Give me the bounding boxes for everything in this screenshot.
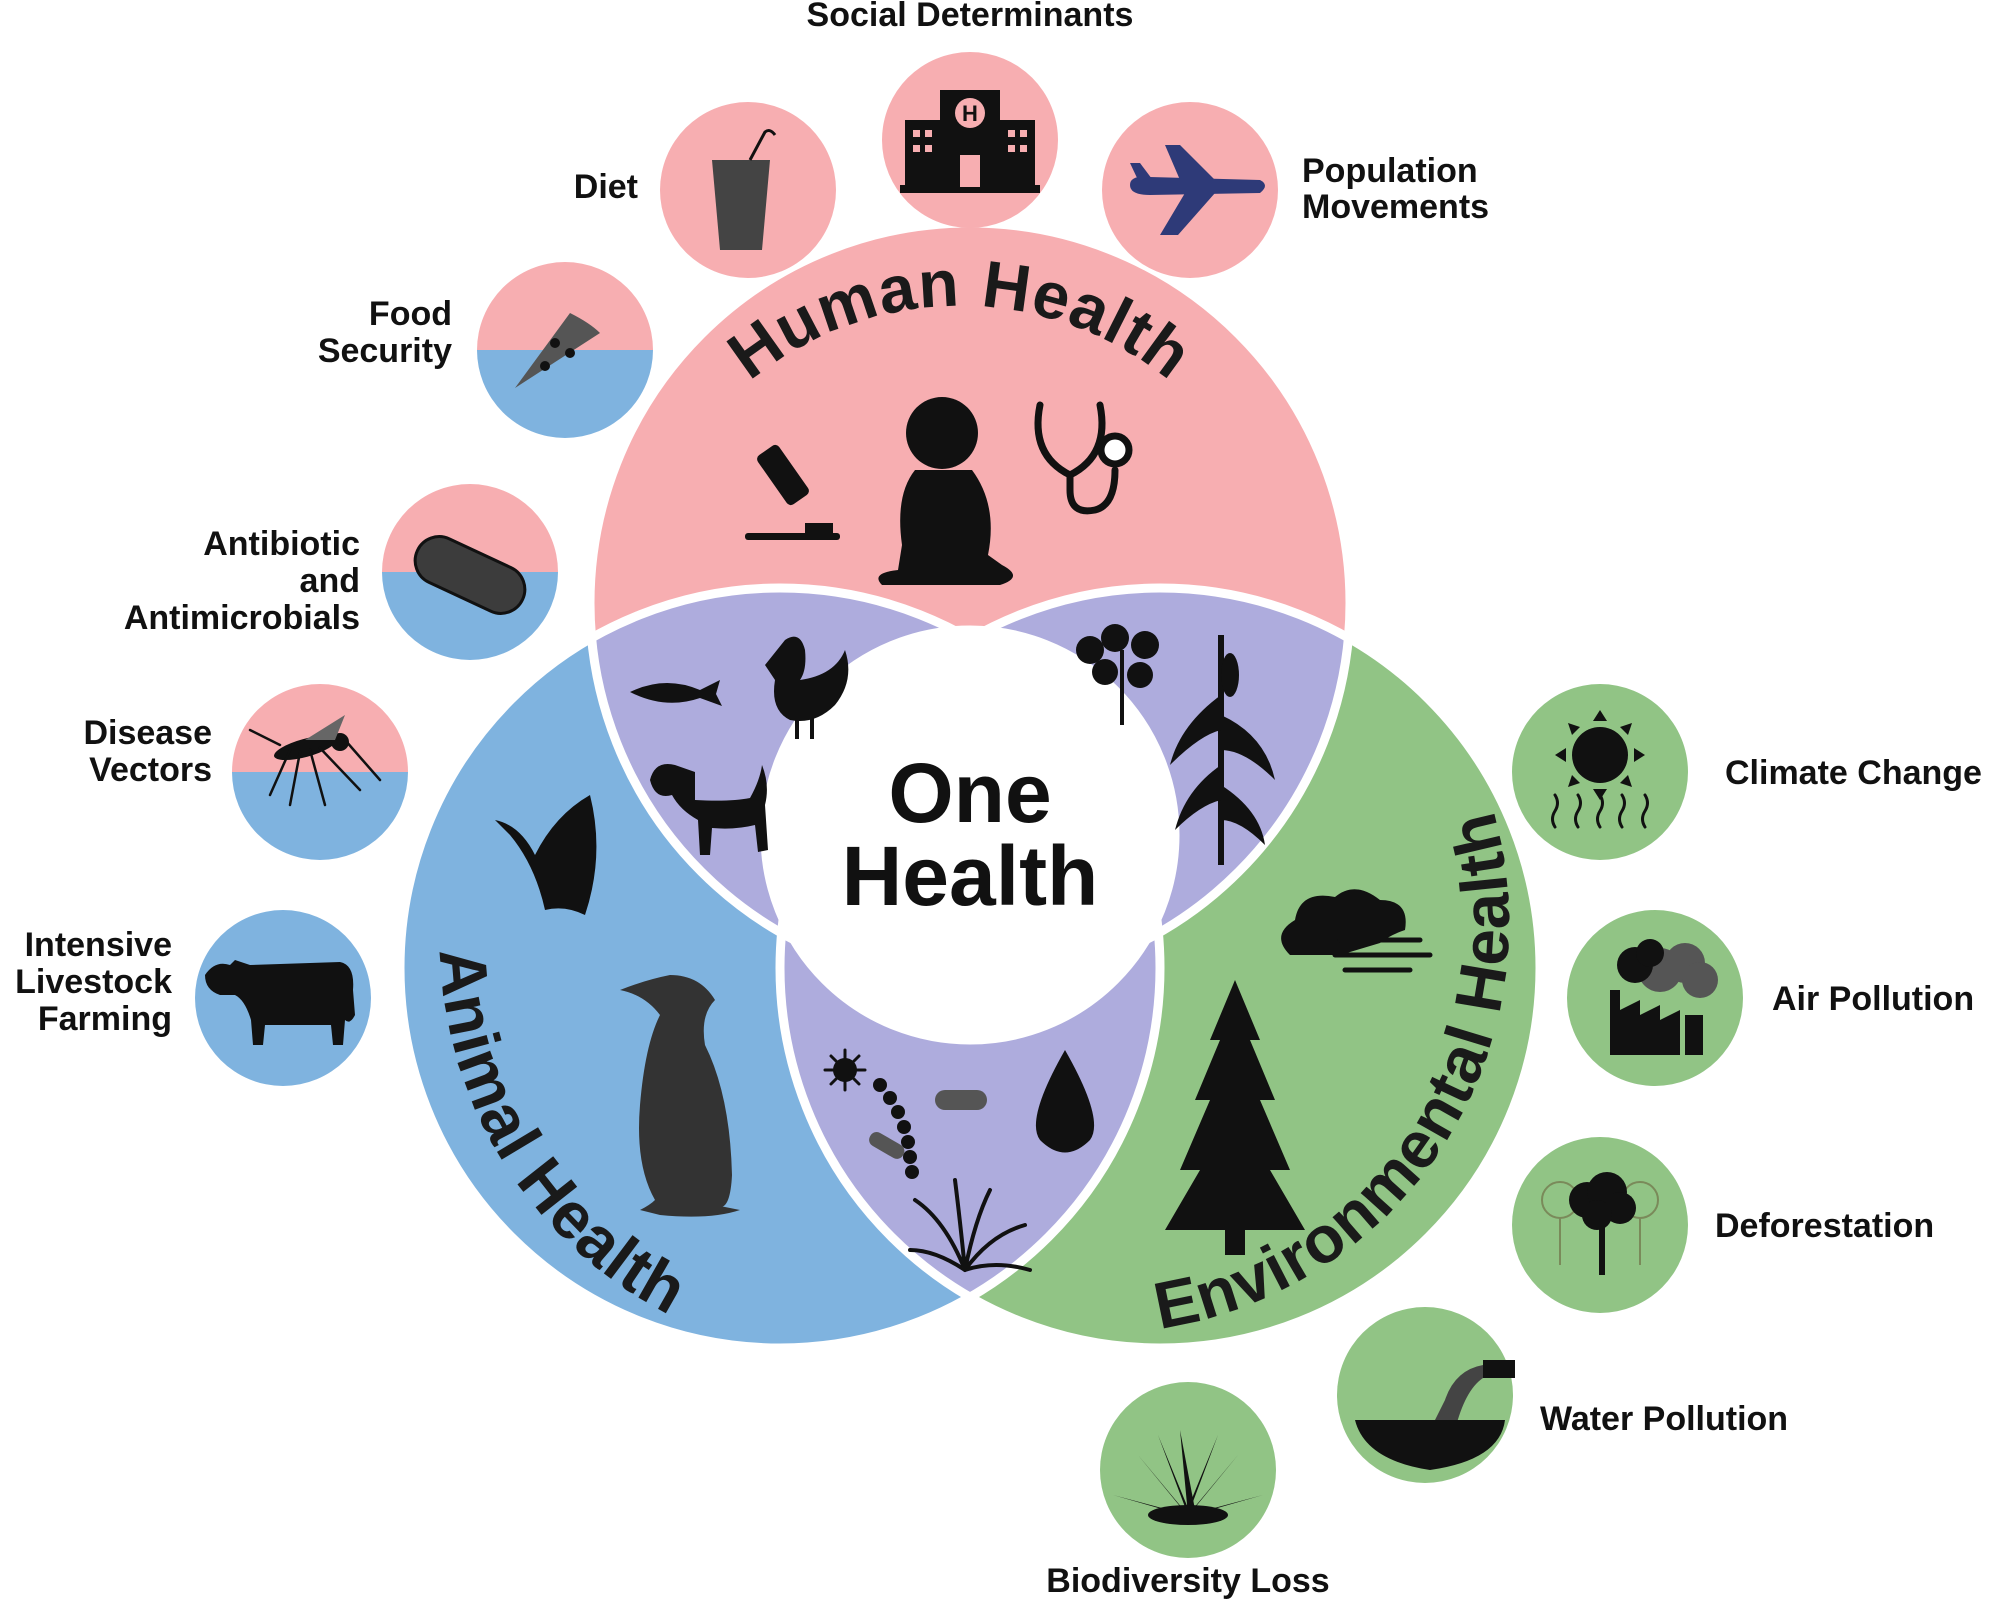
antibiotic-label-2: and — [300, 562, 360, 600]
pine-tree-icon — [1165, 980, 1305, 1255]
baby-icon — [878, 397, 1014, 585]
hospital-icon: H — [900, 90, 1040, 193]
food-security-label-2: Security — [318, 332, 452, 370]
mosquito-icon — [248, 715, 382, 807]
venn-circles — [395, 218, 1545, 1353]
grass-icon — [908, 1178, 1032, 1272]
center-title-line2: Health — [842, 829, 1099, 923]
svg-text:H: H — [962, 101, 978, 126]
toothbrush-icon — [745, 444, 840, 540]
pill-icon — [413, 535, 527, 615]
fish-icon — [630, 680, 722, 706]
livestock-label-1: Intensive — [25, 926, 172, 964]
biodiversity-loss-circle — [1100, 1382, 1276, 1558]
air-pollution-label: Air Pollution — [1772, 980, 1974, 1018]
stethoscope-icon — [1034, 401, 1133, 515]
disease-vectors-label-2: Vectors — [89, 751, 212, 789]
airplane-icon — [1130, 145, 1265, 235]
bat-icon — [495, 795, 597, 915]
water-pollution-label: Water Pollution — [1540, 1400, 1788, 1438]
cow-icon — [205, 960, 355, 1045]
water-drop-icon — [1035, 1050, 1095, 1153]
chicken-icon — [765, 636, 849, 739]
dog-icon — [650, 764, 768, 855]
livestock-label-2: Livestock — [15, 963, 172, 1001]
center-title-line1: One — [888, 746, 1051, 840]
disease-vectors-label-1: Disease — [83, 714, 212, 752]
climate-change-label: Climate Change — [1725, 754, 1982, 792]
antibiotic-label-1: Antibiotic — [203, 525, 360, 563]
deforestation-label: Deforestation — [1715, 1207, 1934, 1245]
agave-plant-icon — [1113, 1430, 1263, 1525]
social-determinants-label: Social Determinants — [807, 0, 1134, 34]
population-movements-label-2: Movements — [1302, 188, 1489, 226]
pizza-icon — [515, 313, 600, 388]
cloud-wind-icon — [1281, 889, 1433, 973]
disease-vectors-circle — [232, 684, 408, 860]
sun-heat-icon — [1551, 710, 1649, 829]
factory-smoke-icon — [1610, 939, 1718, 1055]
antibiotic-label-3: Antimicrobials — [124, 599, 360, 637]
tree-icon — [1541, 1172, 1659, 1275]
biodiversity-loss-label: Biodiversity Loss — [1046, 1562, 1329, 1600]
corn-plant-icon — [1170, 635, 1275, 865]
food-security-label-1: Food — [369, 295, 452, 333]
drink-glass-icon — [712, 129, 777, 250]
air-pollution-circle — [1567, 910, 1743, 1086]
penguin-icon — [620, 975, 740, 1217]
tomato-plant-icon — [1076, 624, 1159, 725]
livestock-label-3: Farming — [38, 1000, 172, 1038]
microbes-icon — [823, 1048, 987, 1179]
diet-label: Diet — [574, 168, 638, 206]
pipe-pollution-icon — [1355, 1360, 1515, 1470]
population-movements-label-1: Population — [1302, 152, 1478, 190]
